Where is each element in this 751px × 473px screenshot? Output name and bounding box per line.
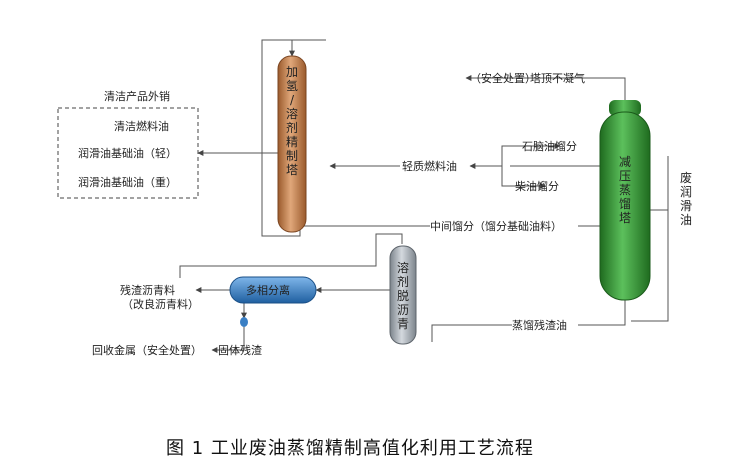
label-mid-fraction: 中间馏分（馏分基础油料）	[430, 219, 562, 233]
label-asphalt-1: 残渣沥青料	[120, 283, 175, 297]
label-light-fuel: 轻质燃料油	[402, 159, 457, 173]
deasphalt-top-out	[179, 233, 403, 278]
separator-drain	[240, 317, 248, 327]
label-safety-1: （安全处置）	[470, 71, 536, 85]
label-metal: 回收金属（安全处置）	[92, 343, 202, 357]
label-prod-base-heavy: 润滑油基础油（重）	[78, 175, 177, 189]
refine-tower	[277, 55, 307, 233]
label-diesel: 柴油馏分	[515, 179, 559, 193]
label-top-gas: 塔顶不凝气	[530, 71, 585, 85]
label-products-title: 清洁产品外销	[104, 89, 170, 103]
distillation-tower	[599, 100, 651, 301]
label-feed: 废润滑油	[680, 170, 692, 227]
label-residue: 蒸馏残渣油	[512, 318, 567, 332]
label-refine-tower: 加氢/溶剂精制塔	[286, 65, 298, 177]
label-distill-tower: 减压蒸馏塔	[619, 155, 631, 225]
top-gas-line	[465, 75, 626, 100]
separator-vessel	[229, 276, 317, 304]
label-naphtha: 石脑油馏分	[522, 139, 577, 153]
label-solid: 固体残渣	[218, 343, 262, 357]
residue-line-b	[431, 324, 512, 342]
residue-line-a	[578, 300, 626, 326]
figure-caption: 图 1 工业废油蒸馏精制高值化利用工艺流程	[166, 438, 534, 459]
branch-bracket	[501, 145, 510, 187]
label-asphalt-2: （改良沥青料）	[122, 297, 199, 311]
label-deasphalt-tower: 溶剂脱沥青	[397, 260, 409, 331]
label-prod-base-light: 润滑油基础油（轻）	[78, 146, 177, 160]
label-prod-fuel: 清洁燃料油	[114, 119, 169, 133]
deasphalt-tower	[389, 245, 417, 345]
label-separator: 多相分离	[246, 283, 290, 297]
mid-loop	[261, 39, 301, 237]
products-box	[57, 107, 199, 199]
feed-line	[631, 156, 669, 322]
